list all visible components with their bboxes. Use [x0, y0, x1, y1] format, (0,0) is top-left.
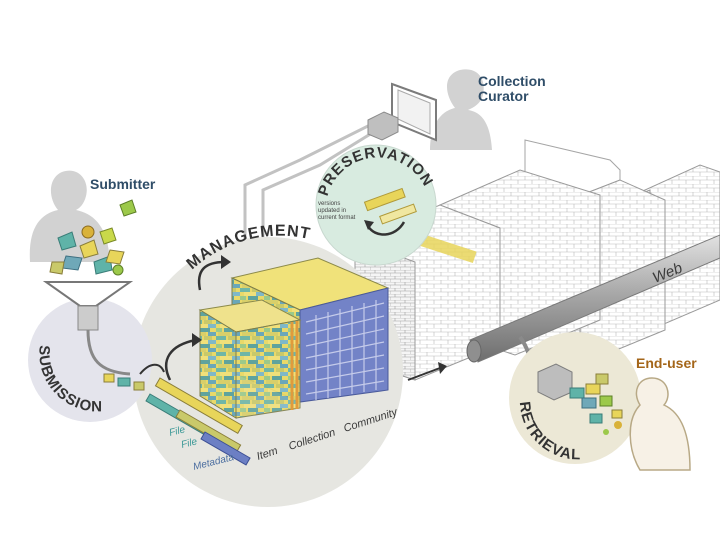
- curator-label-line1: Collection: [478, 73, 546, 89]
- submission-packets: [103, 373, 145, 391]
- collection-to-community-arrow: [197, 260, 226, 291]
- curator-connector-box: [367, 111, 399, 141]
- submission-circle: [28, 298, 152, 422]
- submission-stage: SUBMISSION: [28, 281, 165, 422]
- preservation-note-2: updated in: [318, 208, 346, 214]
- retrieval-content-pieces: [569, 373, 623, 435]
- preservation-stage: PRESERVATION versions updated in current…: [315, 144, 437, 266]
- item-bars: [145, 377, 251, 466]
- collection-curator: Collection Curator: [367, 69, 546, 150]
- end-user-label: End-user: [636, 355, 697, 371]
- retrieval-stage: RETRIEVAL End-user: [509, 332, 697, 471]
- submitter-content-pieces: [49, 199, 137, 276]
- submitter-silhouette: [29, 170, 110, 262]
- management-stage: MANAGEMENT: [133, 223, 447, 507]
- submission-funnel: [42, 281, 134, 307]
- management-to-storage-arrow: [407, 367, 441, 381]
- retrieval-connector-box: [537, 363, 573, 401]
- file-label-1: File: [168, 424, 187, 439]
- curator-label-line2: Curator: [478, 88, 529, 104]
- file-label-2: File: [180, 436, 199, 451]
- collection-block: [198, 299, 302, 419]
- preservation-version-bar: [363, 187, 406, 212]
- submitter: Submitter: [29, 170, 156, 276]
- curator-silhouette: [430, 69, 492, 150]
- submission-to-management-arrow: [165, 338, 197, 381]
- submitter-label: Submitter: [90, 176, 156, 192]
- submission-cable: [86, 329, 131, 376]
- preservation-note-3: current format: [318, 215, 356, 221]
- end-user-silhouette: [629, 377, 691, 471]
- preservation-cycle-arrow: [366, 221, 406, 236]
- preservation-note-1: versions: [318, 201, 340, 207]
- curator-cables: [243, 118, 386, 255]
